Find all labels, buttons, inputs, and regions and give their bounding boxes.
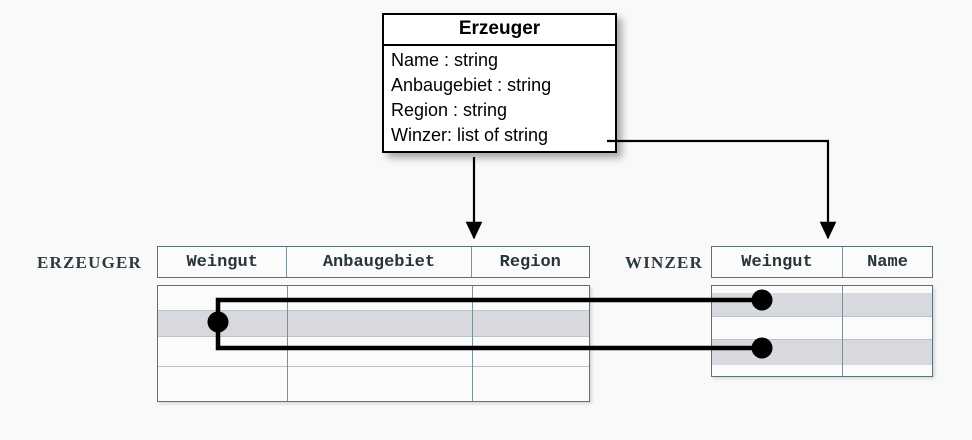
- uml-attribute: Anbaugebiet : string: [391, 75, 552, 95]
- column-header-weingut: Weingut: [158, 247, 288, 277]
- table-row: [158, 337, 589, 367]
- table-row-group: [712, 286, 932, 376]
- column-region: [473, 286, 589, 401]
- column-weingut: [712, 286, 843, 376]
- uml-class-title: Erzeuger: [384, 15, 615, 46]
- table-header-winzer: Weingut Name: [711, 246, 933, 278]
- column-header-region: Region: [499, 252, 561, 272]
- table-column-group: [158, 286, 589, 401]
- column-header-anbaugebiet: Anbaugebiet: [287, 247, 472, 277]
- winzer-mapping-arrow: [607, 139, 837, 240]
- column-anbaugebiet: [288, 286, 473, 401]
- table-row: [712, 317, 932, 340]
- table-row: [712, 286, 932, 317]
- uml-class-erzeuger: Erzeuger Name : string Anbaugebiet : str…: [382, 13, 617, 153]
- column-header-weingut: Weingut: [712, 247, 843, 277]
- column-weingut: [158, 286, 288, 401]
- uml-attribute: Region : string: [391, 100, 508, 120]
- table-header-erzeuger: Weingut Anbaugebiet Region: [157, 246, 590, 278]
- column-name: [843, 286, 932, 376]
- table-body-winzer: [711, 285, 933, 377]
- uml-attribute: Winzer: list of string: [391, 125, 549, 145]
- table-column-group: [712, 286, 932, 376]
- uml-attribute-list: Name : string Anbaugebiet : string Regio…: [384, 46, 615, 151]
- column-header-name: Name: [867, 252, 908, 272]
- table-label-erzeuger: ERZEUGER: [37, 253, 143, 272]
- table-label-winzer: WINZER: [625, 253, 704, 272]
- uml-attribute: Name : string: [391, 50, 499, 70]
- table-body-erzeuger: [157, 285, 590, 402]
